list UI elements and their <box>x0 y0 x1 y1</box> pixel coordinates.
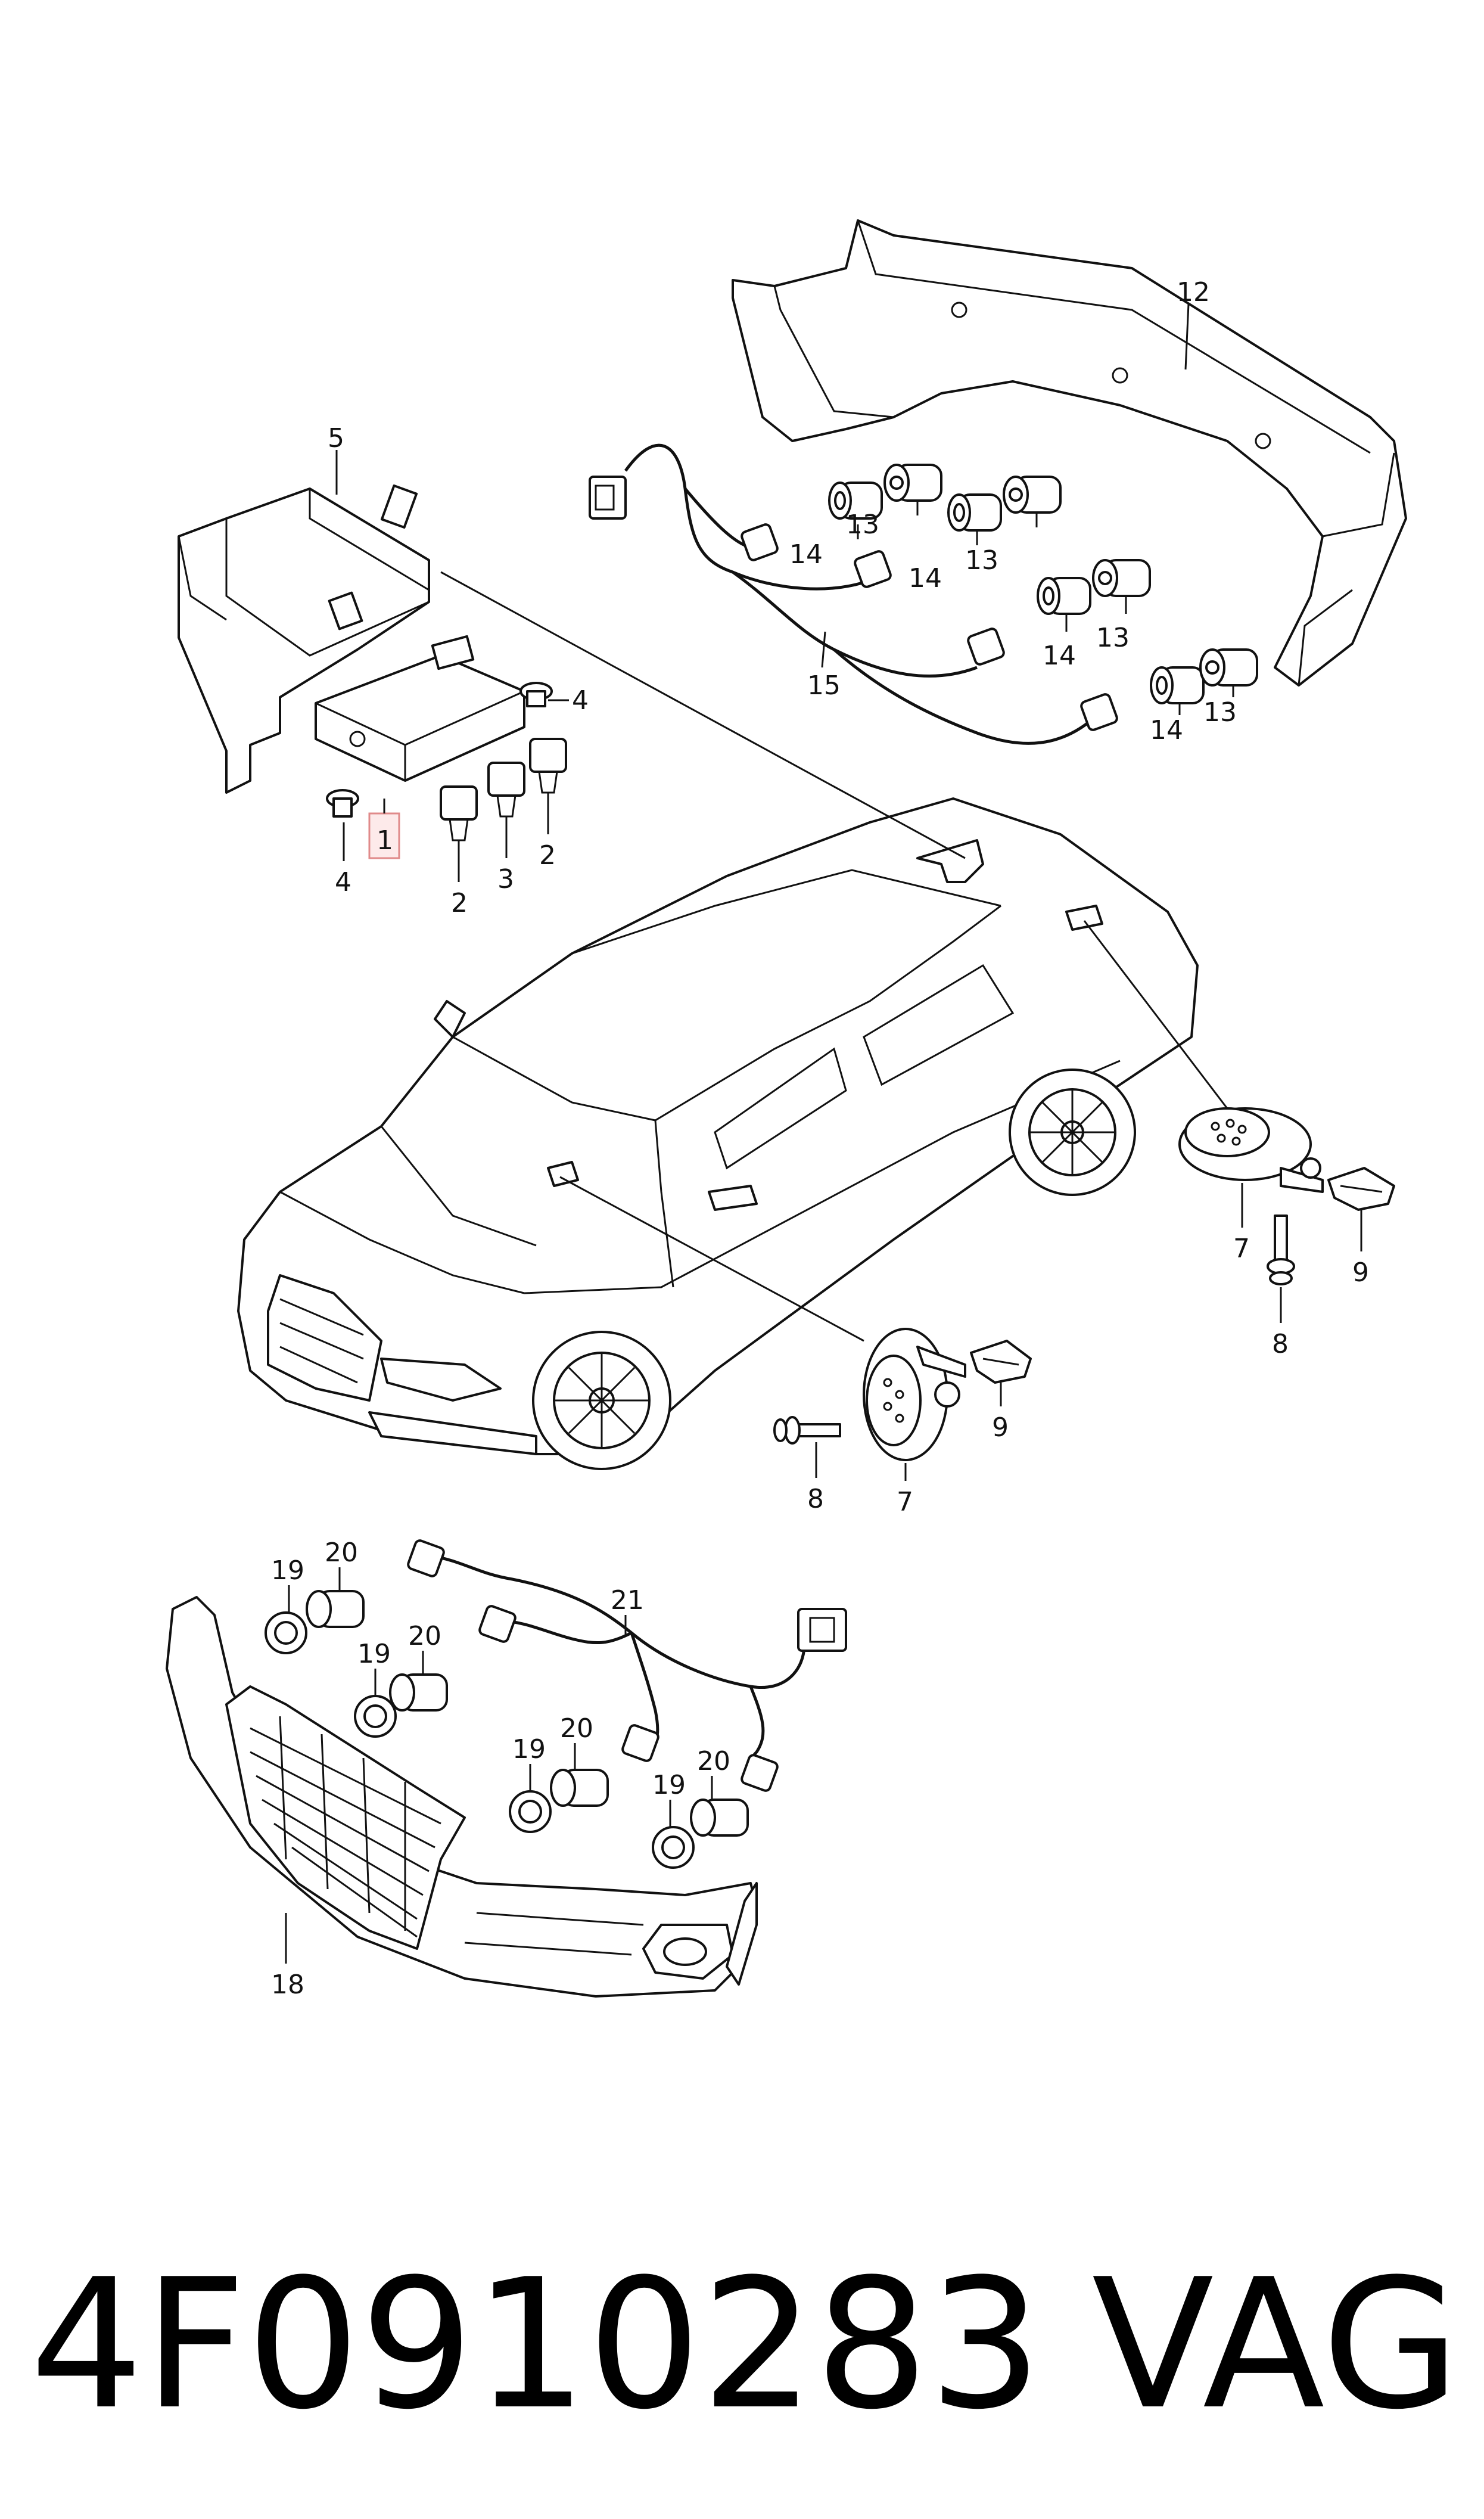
connector-3 <box>487 762 525 818</box>
callout-18: 18 <box>271 1970 304 2000</box>
front-bumper <box>166 1596 758 1998</box>
callout-14: 14 <box>789 539 823 570</box>
leader-lines <box>285 303 1362 1964</box>
control-unit <box>315 635 525 782</box>
rear-bumper <box>732 219 1407 687</box>
callout-19: 19 <box>271 1555 304 1586</box>
connector-2b <box>529 738 567 794</box>
callout-13: 13 <box>846 510 879 540</box>
bracket-9a <box>1327 1167 1395 1211</box>
control-unit-bracket <box>178 484 430 794</box>
callout-9: 9 <box>992 1412 1009 1443</box>
callout-2: 2 <box>451 888 468 918</box>
front-wiring-harness <box>407 1539 847 1792</box>
callout-14: 14 <box>1043 641 1076 671</box>
brand-name: VAG <box>1091 2241 1460 2449</box>
buzzer-7a <box>1178 1107 1324 1193</box>
callout-7: 7 <box>897 1487 913 1517</box>
callout-19: 19 <box>357 1639 391 1669</box>
buzzer-7b <box>863 1328 966 1461</box>
callout-20: 20 <box>697 1746 730 1776</box>
callout-20: 20 <box>560 1713 593 1744</box>
nut-4b <box>519 682 553 707</box>
front-parking-sensors <box>265 1590 749 1869</box>
callout-13: 13 <box>1203 697 1237 728</box>
rear-wiring-harness <box>589 443 1118 745</box>
nut-4a <box>326 789 359 818</box>
parts-diagram: 12 13 14 13 14 13 14 13 14 15 5 4 1 4 2 … <box>166 219 1407 2000</box>
callout-8: 8 <box>807 1484 824 1514</box>
callout-19: 19 <box>512 1734 546 1765</box>
callout-13: 13 <box>965 545 998 576</box>
callout-4: 4 <box>335 867 351 897</box>
callout-8: 8 <box>1272 1329 1289 1359</box>
car-body <box>237 797 1199 1470</box>
connector-2a <box>440 785 478 841</box>
callout-13: 13 <box>1096 623 1130 653</box>
callout-12: 12 <box>1177 277 1210 308</box>
part-number: 4F0910283 <box>30 2241 1043 2449</box>
callout-2: 2 <box>539 840 556 871</box>
callout-21: 21 <box>611 1585 644 1616</box>
callout-14: 14 <box>1150 715 1183 746</box>
callout-1: 1 <box>377 825 393 856</box>
callout-4: 4 <box>572 685 589 716</box>
callout-14: 14 <box>909 563 942 594</box>
rear-parking-sensors <box>828 464 1258 704</box>
bolt-8a <box>1267 1215 1295 1285</box>
callout-9: 9 <box>1352 1257 1369 1288</box>
callout-20: 20 <box>325 1538 358 1568</box>
callout-labels: 12 13 14 13 14 13 14 13 14 15 5 4 1 4 2 … <box>271 277 1369 2000</box>
callout-5: 5 <box>328 423 344 454</box>
callout-20: 20 <box>408 1621 441 1651</box>
bolt-8b <box>773 1416 841 1445</box>
callout-7: 7 <box>1233 1234 1250 1264</box>
callout-15: 15 <box>807 670 841 701</box>
callout-3: 3 <box>497 864 514 894</box>
bracket-9b <box>970 1340 1032 1384</box>
callout-19: 19 <box>652 1770 686 1800</box>
